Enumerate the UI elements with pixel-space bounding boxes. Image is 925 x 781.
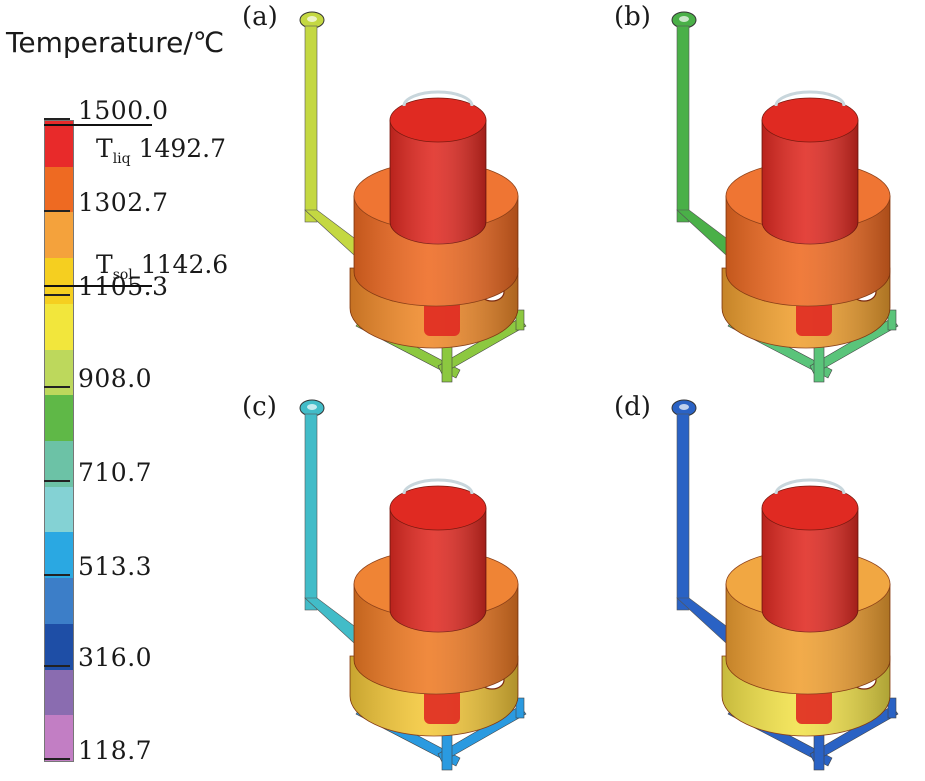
colorbar-segment — [45, 441, 73, 488]
legend-title: Temperature/℃ — [6, 26, 225, 59]
liquidus-subscript: liq — [112, 151, 131, 167]
sprue-pipe — [304, 25, 318, 223]
colorbar-segment — [45, 258, 73, 305]
boss-top — [761, 485, 859, 531]
sprue-cup-hole — [679, 404, 689, 410]
sprue-pipe — [676, 25, 690, 223]
colorbar-segment — [45, 669, 73, 716]
colorbar-tick-label: 316.0 — [78, 643, 153, 672]
colorbar-tick-label: 513.3 — [78, 552, 153, 581]
sprue-cup-hole — [679, 16, 689, 22]
boss-top — [389, 485, 487, 531]
solidus-symbol: T — [96, 250, 113, 279]
sprue-pipe — [304, 413, 318, 611]
boss-top-rim — [774, 90, 846, 107]
colorbar-tick — [44, 294, 70, 296]
colorbar-segment — [45, 486, 73, 533]
boss-top-rim — [774, 478, 846, 495]
colorbar-tick-label: 1500.0 — [78, 96, 169, 125]
colorbar-tick — [44, 480, 70, 482]
frame-leg-right — [887, 697, 897, 719]
colorbar-segment — [45, 121, 73, 168]
colorbar-segment — [45, 578, 73, 625]
solidus-subscript: sol — [112, 267, 133, 283]
colorbar-segment — [45, 395, 73, 442]
colorbar-tick — [44, 386, 70, 388]
liquidus-line — [44, 124, 152, 126]
panel-label-c: (c) — [242, 392, 277, 422]
boss-top-rim — [402, 90, 474, 107]
boss-cylinder-shade — [762, 120, 858, 244]
frame-leg-right — [515, 309, 525, 331]
colorbar-tick-label: 908.0 — [78, 364, 153, 393]
colorbar-tick-label: 710.7 — [78, 458, 153, 487]
boss-cylinder-shade — [390, 120, 486, 244]
boss-cylinder-shade — [762, 508, 858, 632]
casting-3 — [299, 399, 527, 771]
solidus-label: Tsol 1142.6 — [96, 250, 228, 283]
colorbar-segment — [45, 349, 73, 396]
sprue-pipe — [676, 413, 690, 611]
colorbar-segment — [45, 303, 73, 351]
colorbar-tick — [44, 210, 70, 212]
colorbar-tick — [44, 665, 70, 667]
panel-label-a: (a) — [242, 2, 278, 32]
colorbar-segment — [45, 623, 73, 671]
colorbar-tick-label: 1302.7 — [78, 188, 169, 217]
casting-1 — [299, 11, 527, 383]
colorbar-segment — [45, 212, 73, 259]
boss-top-rim — [402, 478, 474, 495]
sprue-cup-hole — [307, 404, 317, 410]
panel-label-d: (d) — [614, 392, 651, 422]
colorbar-segment — [45, 715, 73, 762]
liquidus-symbol: T — [96, 134, 113, 163]
casting-4 — [671, 399, 899, 771]
colorbar — [44, 120, 74, 762]
liquidus-label: Tliq 1492.7 — [96, 134, 226, 167]
panel-label-b: (b) — [614, 2, 651, 32]
boss-cylinder-shade — [390, 508, 486, 632]
solidus-value: 1142.6 — [140, 250, 229, 279]
colorbar-segment — [45, 166, 73, 213]
colorbar-tick — [44, 758, 70, 760]
boss-top — [761, 97, 859, 143]
sprue-cup-hole — [307, 16, 317, 22]
solidus-line — [44, 285, 152, 287]
frame-leg-right — [887, 309, 897, 331]
boss-top — [389, 97, 487, 143]
frame-leg-right — [515, 697, 525, 719]
casting-2 — [671, 11, 899, 383]
colorbar-tick — [44, 118, 70, 120]
colorbar-tick-label: 118.7 — [78, 736, 153, 765]
colorbar-tick — [44, 574, 70, 576]
colorbar-segment — [45, 532, 73, 579]
liquidus-value: 1492.7 — [138, 134, 227, 163]
